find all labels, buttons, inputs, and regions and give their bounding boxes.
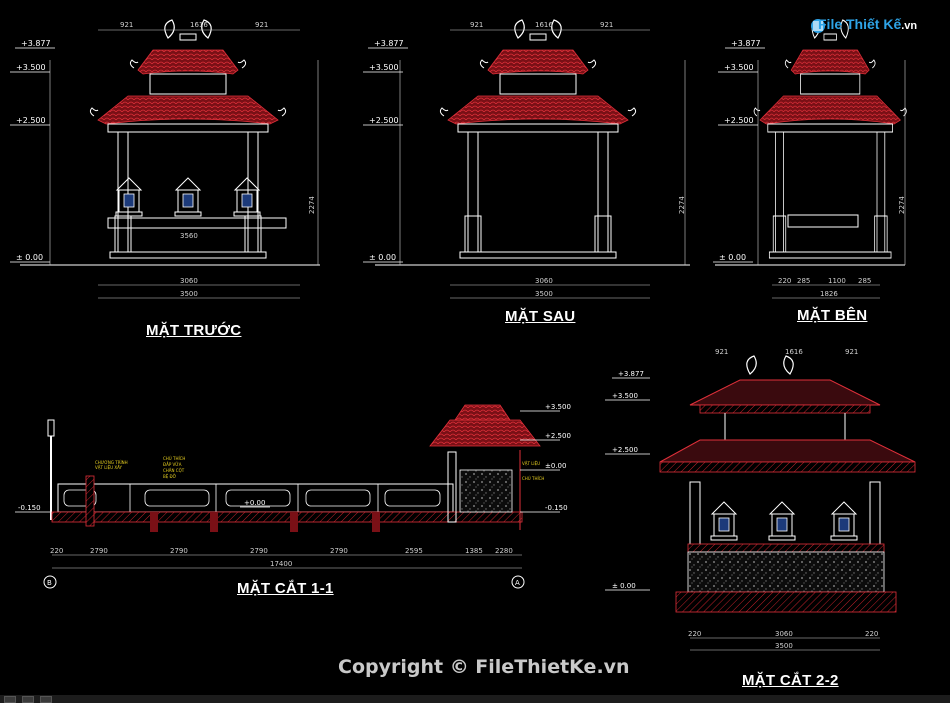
- svg-text:+0.00: +0.00: [244, 499, 265, 507]
- svg-text:1616: 1616: [190, 21, 208, 29]
- svg-text:± 0.00: ± 0.00: [16, 253, 43, 262]
- svg-text:+3.877: +3.877: [618, 370, 644, 378]
- title-front-elevation: MẶT TRƯỚC: [146, 322, 242, 339]
- svg-text:CHÂN CỘT: CHÂN CỘT: [163, 468, 185, 473]
- svg-text:VẬT LIỆU XÂY: VẬT LIỆU XÂY: [95, 465, 122, 470]
- svg-text:+3.877: +3.877: [21, 39, 51, 48]
- grid-marker-a: A: [515, 579, 520, 587]
- svg-text:2790: 2790: [330, 547, 348, 555]
- front-elevation: [20, 19, 320, 299]
- svg-text:CHÚ THÍCH: CHÚ THÍCH: [522, 476, 544, 481]
- svg-text:BỆ ĐỠ: BỆ ĐỠ: [163, 474, 177, 479]
- svg-text:220: 220: [688, 630, 701, 638]
- svg-text:921: 921: [845, 348, 858, 356]
- grid-marker-b: B: [47, 579, 52, 587]
- svg-text:3500: 3500: [535, 290, 553, 298]
- svg-text:± 0.00: ± 0.00: [612, 582, 636, 590]
- svg-text:3060: 3060: [180, 277, 198, 285]
- svg-text:2274: 2274: [308, 196, 316, 214]
- svg-text:1100: 1100: [828, 277, 846, 285]
- svg-text:+2.500: +2.500: [16, 116, 46, 125]
- svg-text:285: 285: [797, 277, 810, 285]
- back-elevation: [375, 19, 690, 299]
- section-2-2: 921 1616 921 3060 3500 220 220 +3.877 +3.500…: [605, 348, 916, 651]
- logo-domain: .vn: [901, 20, 918, 32]
- svg-text:3500: 3500: [180, 290, 198, 298]
- svg-text:+2.500: +2.500: [612, 446, 638, 454]
- svg-text:1616: 1616: [785, 348, 803, 356]
- layout-tab-button[interactable]: [40, 696, 52, 703]
- title-section-2-2: MẶT CẮT 2-2: [742, 672, 839, 689]
- level-markers: +3.877 +3.500 +2.500 ± 0.00 +3.877 +3.50…: [10, 39, 765, 263]
- svg-text:± 0.00: ± 0.00: [369, 253, 396, 262]
- title-section-1-1: MẶT CẮT 1-1: [237, 580, 334, 597]
- svg-text:1385: 1385: [465, 547, 483, 555]
- title-back-elevation: MẶT SAU: [505, 308, 576, 325]
- svg-text:3560: 3560: [180, 232, 198, 240]
- svg-text:2790: 2790: [90, 547, 108, 555]
- svg-text:±0.00: ±0.00: [545, 462, 566, 470]
- svg-text:+3.500: +3.500: [369, 63, 399, 72]
- svg-text:1616: 1616: [535, 21, 553, 29]
- svg-text:+2.500: +2.500: [369, 116, 399, 125]
- svg-text:+2.500: +2.500: [545, 432, 571, 440]
- svg-text:2280: 2280: [495, 547, 513, 555]
- svg-text:3500: 3500: [775, 642, 793, 650]
- side-elevation: [715, 19, 907, 299]
- svg-text:VẬT LIỆU: VẬT LIỆU: [522, 461, 540, 466]
- svg-text:2790: 2790: [170, 547, 188, 555]
- layout-button[interactable]: [4, 696, 16, 703]
- svg-text:921: 921: [255, 21, 268, 29]
- section-1-1: B A 17400 220 2790 2790 2790 2790 2595 1385 2…: [15, 403, 571, 589]
- svg-text:CHƯƠNG TRÌNH: CHƯƠNG TRÌNH: [95, 460, 128, 465]
- svg-text:CHÚ THÍCH: CHÚ THÍCH: [163, 456, 185, 461]
- svg-text:+3.500: +3.500: [612, 392, 638, 400]
- svg-text:3060: 3060: [535, 277, 553, 285]
- dimension-labels: 921 1616 921 3560 3060 3500 921 1616 921 3060 3…: [120, 21, 906, 298]
- filethietke-logo: [811, 19, 825, 33]
- svg-text:1826: 1826: [820, 290, 838, 298]
- svg-text:220: 220: [865, 630, 878, 638]
- svg-text:+3.877: +3.877: [731, 39, 761, 48]
- svg-text:921: 921: [715, 348, 728, 356]
- copyright-watermark: Copyright © FileThietKe.vn: [338, 656, 630, 678]
- title-side-elevation: MẶT BÊN: [797, 307, 868, 324]
- svg-text:285: 285: [858, 277, 871, 285]
- svg-text:220: 220: [50, 547, 63, 555]
- logo-name: File Thiết Kế: [818, 16, 902, 32]
- model-button[interactable]: [22, 696, 34, 703]
- svg-text:921: 921: [600, 21, 613, 29]
- svg-text:-0.150: -0.150: [545, 504, 568, 512]
- svg-text:2595: 2595: [405, 547, 423, 555]
- section11-total-dim: 17400: [270, 560, 292, 568]
- svg-text:± 0.00: ± 0.00: [719, 253, 746, 262]
- svg-text:+3.500: +3.500: [545, 403, 571, 411]
- svg-text:+3.877: +3.877: [374, 39, 404, 48]
- svg-text:2790: 2790: [250, 547, 268, 555]
- logo-text: File Thiết Kế.vn: [818, 16, 917, 32]
- svg-text:921: 921: [120, 21, 133, 29]
- status-bar: [0, 695, 950, 703]
- svg-text:3060: 3060: [775, 630, 793, 638]
- svg-text:+2.500: +2.500: [724, 116, 754, 125]
- svg-text:ĐẮP VỮA: ĐẮP VỮA: [163, 462, 182, 467]
- svg-text:-0.150: -0.150: [18, 504, 41, 512]
- svg-text:+3.500: +3.500: [724, 63, 754, 72]
- svg-text:220: 220: [778, 277, 791, 285]
- svg-text:+3.500: +3.500: [16, 63, 46, 72]
- svg-text:2274: 2274: [678, 196, 686, 214]
- svg-text:921: 921: [470, 21, 483, 29]
- svg-text:2274: 2274: [898, 196, 906, 214]
